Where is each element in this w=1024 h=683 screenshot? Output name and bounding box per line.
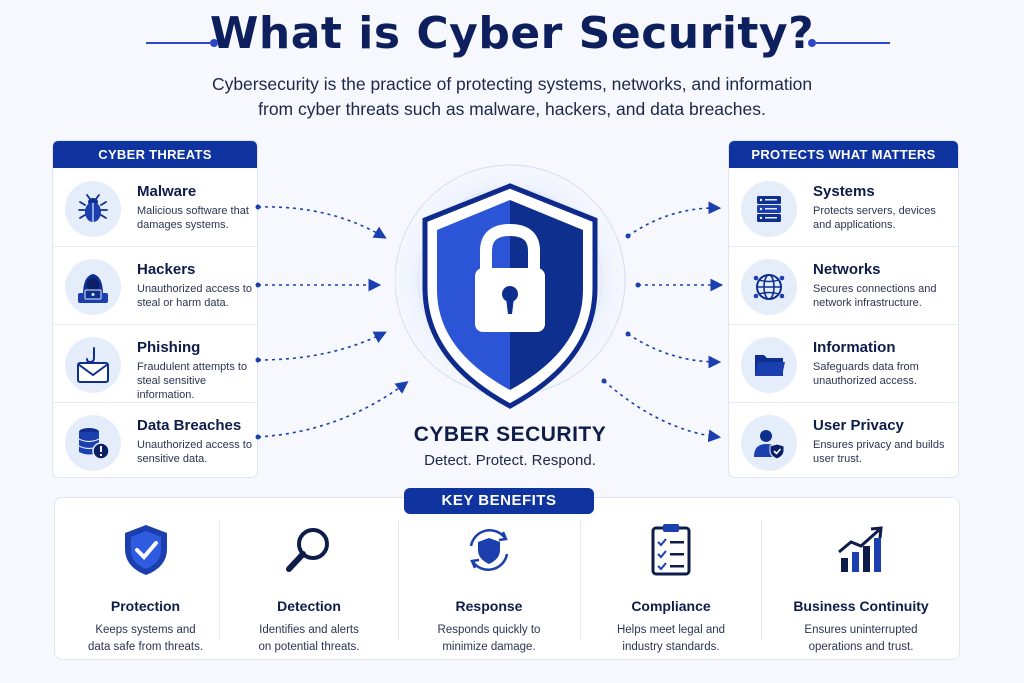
benefit-desc-line: data safe from threats. — [87, 641, 204, 653]
threat-item-phishing: Phishing Fraudulent attempts to steal se… — [53, 325, 257, 403]
benefit-protection: Protection Keeps systems and data safe f… — [55, 518, 236, 653]
protect-item-information: Information Safeguards data from unautho… — [729, 325, 958, 403]
threat-desc: Malicious software that damages systems. — [137, 205, 249, 231]
benefit-desc-line: Identifies and alerts — [259, 624, 359, 636]
benefit-desc-line: operations and trust. — [808, 641, 914, 653]
center-label: CYBER SECURITY — [413, 423, 607, 446]
threat-item-malware: Malware Malicious software that damages … — [53, 169, 257, 247]
arrow-user-privacy — [603, 380, 722, 443]
benefit-desc: Ensures uninterrupted operations and tru… — [762, 622, 960, 656]
benefit-detection: Detection Identifies and alerts on poten… — [220, 518, 398, 653]
protect-title: Networks — [813, 261, 881, 278]
hacker-icon — [65, 259, 121, 315]
server-icon — [741, 181, 797, 237]
benefit-divider — [398, 520, 399, 640]
benefit-desc-line: Keeps systems and — [95, 624, 196, 636]
shield-cycle-icon — [399, 522, 579, 578]
threat-desc: Unauthorized access to sensitive data. — [137, 439, 252, 465]
benefit-desc: Identifies and alerts on potential threa… — [220, 622, 398, 656]
bug-icon — [65, 181, 121, 237]
protect-title: Information — [813, 339, 896, 356]
threat-item-data-breaches: Data Breaches Unauthorized access to sen… — [53, 403, 257, 481]
protect-desc: Secures connections and network infrastr… — [813, 283, 937, 309]
benefit-title: Business Continuity — [793, 598, 929, 614]
threat-title: Hackers — [137, 261, 196, 278]
arrow-systems — [627, 201, 722, 237]
benefit-divider — [580, 520, 581, 640]
benefit-title: Detection — [277, 598, 341, 614]
threat-item-hackers: Hackers Unauthorized access to steal or … — [53, 247, 257, 325]
protect-desc: Safeguards data from unauthorized access… — [813, 361, 919, 387]
threat-title: Malware — [137, 183, 197, 200]
center-emblem — [385, 148, 635, 418]
user-shield-icon — [741, 415, 797, 471]
arrow-phishing — [257, 331, 387, 361]
benefit-desc-line: industry standards. — [622, 641, 720, 653]
benefit-title: Protection — [110, 598, 181, 614]
protects-heading: PROTECTS WHAT MATTERS — [729, 141, 958, 168]
benefit-desc-line: Ensures uninterrupted — [804, 624, 918, 636]
shield-lock-icon — [385, 155, 635, 409]
protect-title: Systems — [813, 183, 875, 200]
center-tagline: Detect. Protect. Respond. — [424, 452, 596, 469]
benefit-title: Response — [455, 598, 523, 614]
folder-icon — [741, 337, 797, 393]
benefit-desc-line: minimize damage. — [442, 641, 536, 653]
protect-title: User Privacy — [813, 417, 904, 434]
threat-desc: Fraudulent attempts to steal sensitive i… — [137, 361, 248, 401]
magnifier-icon — [220, 522, 398, 578]
growth-chart-icon — [762, 522, 960, 578]
benefit-desc: Helps meet legal and industry standards. — [581, 622, 761, 656]
title-right-line — [816, 42, 890, 44]
page-subtitle: Cybersecurity is the practice of protect… — [0, 72, 1024, 122]
protect-item-systems: Systems Protects servers, devices and ap… — [729, 169, 958, 247]
benefits-panel: Protection Keeps systems and data safe f… — [54, 497, 960, 660]
benefit-desc: Keeps systems and data safe from threats… — [55, 622, 236, 656]
benefit-title: Compliance — [631, 598, 711, 614]
arrow-data-breaches — [257, 381, 409, 438]
title-left-dot — [210, 39, 218, 47]
protect-desc: Ensures privacy and builds user trust. — [813, 439, 945, 465]
protect-item-user-privacy: User Privacy Ensures privacy and builds … — [729, 403, 958, 481]
globe-network-icon — [741, 259, 797, 315]
arrow-malware — [257, 206, 387, 239]
page-title: What is Cyber Security? — [209, 8, 815, 59]
protect-item-networks: Networks Secures connections and network… — [729, 247, 958, 325]
benefit-compliance: Compliance Helps meet legal and industry… — [581, 518, 761, 653]
benefit-response: Response Responds quickly to minimize da… — [399, 518, 579, 653]
protects-panel: PROTECTS WHAT MATTERS Systems Protects s… — [728, 140, 959, 478]
threats-heading: CYBER THREATS — [53, 141, 257, 168]
database-alert-icon — [65, 415, 121, 471]
title-right-dot — [808, 39, 816, 47]
threats-panel: CYBER THREATS Malware Malicious software… — [52, 140, 258, 478]
threat-desc: Unauthorized access to steal or harm dat… — [137, 283, 252, 309]
benefit-divider — [761, 520, 762, 640]
threat-title: Data Breaches — [137, 417, 242, 434]
protect-desc: Protects servers, devices and applicatio… — [813, 205, 936, 231]
benefits-heading: KEY BENEFITS — [404, 488, 594, 514]
benefit-divider — [219, 520, 220, 640]
benefit-desc-line: Responds quickly to — [437, 624, 541, 636]
title-left-line — [146, 42, 210, 44]
header: What is Cyber Security? — [0, 8, 1024, 59]
arrow-information — [627, 333, 722, 369]
phishing-icon — [65, 337, 121, 393]
benefit-business-continuity: Business Continuity Ensures uninterrupte… — [762, 518, 960, 653]
subtitle-line-1: Cybersecurity is the practice of protect… — [211, 74, 813, 94]
benefit-desc-line: Helps meet legal and — [616, 624, 726, 636]
threat-title: Phishing — [137, 339, 201, 356]
subtitle-line-2: from cyber threats such as malware, hack… — [258, 99, 766, 119]
shield-check-icon — [55, 522, 236, 578]
benefit-desc: Responds quickly to minimize damage. — [399, 622, 579, 656]
benefit-desc-line: on potential threats. — [258, 641, 360, 653]
checklist-icon — [581, 522, 761, 578]
